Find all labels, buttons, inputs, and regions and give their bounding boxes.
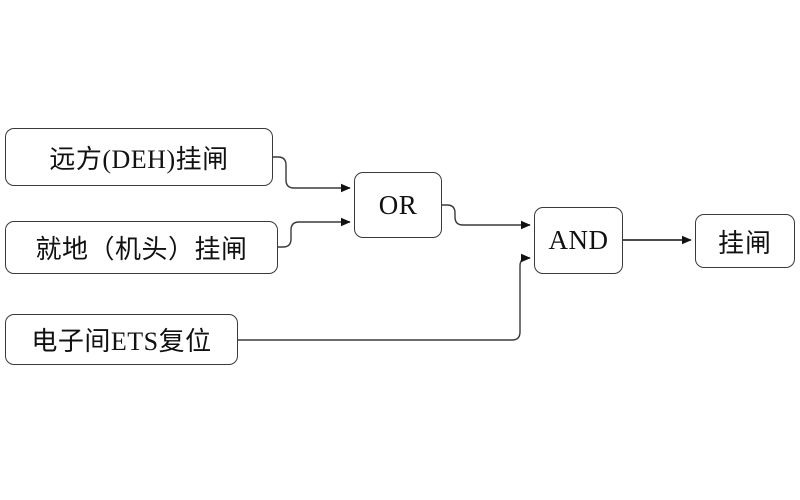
gate-or[interactable]: OR bbox=[354, 172, 442, 238]
input-box-ets-label: 电子间ETS复位 bbox=[31, 327, 212, 356]
output-box-result-label: 挂闸 bbox=[717, 228, 772, 258]
input-box-ets[interactable]: 电子间ETS复位 bbox=[5, 314, 238, 365]
input-box-remote[interactable]: 远方(DEH)挂闸 bbox=[5, 128, 273, 186]
input-box-remote-label: 远方(DEH)挂闸 bbox=[49, 144, 229, 174]
wire-ets-to-and bbox=[238, 253, 531, 341]
gate-or-label: OR bbox=[378, 189, 418, 220]
output-box-result[interactable]: 挂闸 bbox=[695, 214, 795, 268]
input-box-local-label: 就地（机头）挂闸 bbox=[35, 235, 248, 264]
wire-local-to-or bbox=[278, 217, 351, 248]
wire-or-to-and bbox=[442, 204, 531, 230]
gate-and-label: AND bbox=[548, 225, 609, 255]
gate-and[interactable]: AND bbox=[534, 207, 623, 274]
wire-remote-to-or bbox=[273, 156, 351, 193]
input-box-local[interactable]: 就地（机头）挂闸 bbox=[5, 221, 278, 274]
